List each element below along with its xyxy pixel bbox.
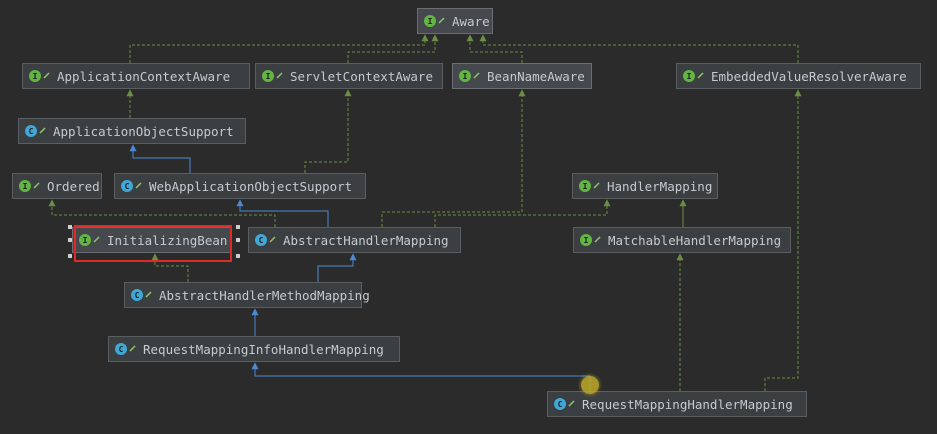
node-handler-mapping[interactable]: I HandlerMapping xyxy=(572,173,718,199)
abstract-class-icon: C xyxy=(131,289,143,301)
edge-abstract-handler-mapping-to-bean-name-aware xyxy=(381,89,526,227)
node-web-application-object-support[interactable]: C WebApplicationObjectSupport xyxy=(114,173,366,199)
node-label: HandlerMapping xyxy=(607,178,713,194)
node-request-mapping-info-handler-mapping[interactable]: C RequestMappingInfoHandlerMapping xyxy=(108,336,400,362)
edge-abstract-handler-method-mapping-to-abstract-handler-mapping xyxy=(317,253,357,282)
resize-handle[interactable] xyxy=(68,254,72,258)
edge-bean-name-aware-to-aware xyxy=(466,34,523,63)
abstract-class-icon: C xyxy=(121,180,133,192)
resize-handle[interactable] xyxy=(68,225,72,229)
edge-web-application-object-support-to-application-object-support xyxy=(129,144,191,173)
public-visibility-icon xyxy=(129,345,137,353)
node-label: MatchableHandlerMapping xyxy=(608,232,782,248)
edge-web-application-object-support-to-servlet-context-aware xyxy=(304,89,352,173)
edge-abstract-handler-mapping-to-web-application-object-support xyxy=(236,199,329,227)
node-label: ServletContextAware xyxy=(290,68,433,84)
node-label: InitializingBean xyxy=(107,232,228,248)
public-visibility-icon xyxy=(145,291,153,299)
node-bean-name-aware[interactable]: I BeanNameAware xyxy=(452,63,592,89)
node-label: WebApplicationObjectSupport xyxy=(149,178,353,194)
public-visibility-icon xyxy=(43,72,51,80)
resize-handle[interactable] xyxy=(236,254,240,258)
node-label: RequestMappingInfoHandlerMapping xyxy=(143,341,384,357)
public-visibility-icon xyxy=(93,236,101,244)
resize-handle[interactable] xyxy=(236,225,240,229)
node-aware[interactable]: I Aware xyxy=(417,8,493,34)
public-visibility-icon xyxy=(568,400,576,408)
node-initializing-bean[interactable]: I InitializingBean xyxy=(72,227,232,253)
selection-highlight xyxy=(74,225,232,262)
interface-icon: I xyxy=(262,70,274,82)
node-application-context-aware[interactable]: I ApplicationContextAware xyxy=(22,63,250,89)
public-visibility-icon xyxy=(135,182,143,190)
node-label: RequestMappingHandlerMapping xyxy=(582,396,793,412)
interface-icon: I xyxy=(459,70,471,82)
edge-embedded-value-resolver-aware-to-aware xyxy=(479,34,799,63)
public-visibility-icon xyxy=(697,72,705,80)
resize-handle[interactable] xyxy=(68,238,72,242)
edge-abstract-handler-mapping-to-handler-mapping xyxy=(434,199,611,227)
node-abstract-handler-method-mapping[interactable]: C AbstractHandlerMethodMapping xyxy=(124,282,370,308)
node-label: EmbeddedValueResolverAware xyxy=(711,68,907,84)
node-label: ApplicationObjectSupport xyxy=(53,123,234,139)
node-label: AbstractHandlerMapping xyxy=(283,232,449,248)
abstract-class-icon: C xyxy=(115,343,127,355)
edge-application-context-aware-to-aware xyxy=(129,34,429,63)
node-request-mapping-handler-mapping[interactable]: C RequestMappingHandlerMapping xyxy=(547,391,807,417)
interface-icon: I xyxy=(19,180,31,192)
abstract-class-icon: C xyxy=(255,234,267,246)
node-ordered[interactable]: I Ordered xyxy=(12,173,102,199)
mouse-cursor-highlight xyxy=(581,376,599,394)
interface-icon: I xyxy=(580,234,592,246)
node-application-object-support[interactable]: C ApplicationObjectSupport xyxy=(18,118,246,144)
interface-icon: I xyxy=(683,70,695,82)
interface-icon: I xyxy=(29,70,41,82)
interface-icon: I xyxy=(79,234,91,246)
node-matchable-handler-mapping[interactable]: I MatchableHandlerMapping xyxy=(573,227,791,253)
resize-handle[interactable] xyxy=(236,238,240,242)
node-label: BeanNameAware xyxy=(487,68,585,84)
edge-abstract-handler-mapping-to-ordered xyxy=(48,199,276,227)
public-visibility-icon xyxy=(594,236,602,244)
node-label: ApplicationContextAware xyxy=(57,68,231,84)
node-label: Aware xyxy=(452,13,490,29)
public-visibility-icon xyxy=(438,17,446,25)
public-visibility-icon xyxy=(593,182,601,190)
edge-request-mapping-handler-to-request-mapping-info xyxy=(251,362,591,391)
interface-icon: I xyxy=(579,180,591,192)
public-visibility-icon xyxy=(473,72,481,80)
edge-request-mapping-handler-to-embedded-value-resolver-aware xyxy=(764,89,802,391)
abstract-class-icon: C xyxy=(25,125,37,137)
public-visibility-icon xyxy=(39,127,47,135)
node-servlet-context-aware[interactable]: I ServletContextAware xyxy=(255,63,443,89)
node-abstract-handler-mapping[interactable]: C AbstractHandlerMapping xyxy=(248,227,461,253)
interface-icon: I xyxy=(424,15,436,27)
class-icon: C xyxy=(554,398,566,410)
public-visibility-icon xyxy=(33,182,41,190)
public-visibility-icon xyxy=(276,72,284,80)
edge-servlet-context-aware-to-aware xyxy=(347,34,439,63)
node-label: Ordered xyxy=(47,178,100,194)
node-label: AbstractHandlerMethodMapping xyxy=(159,287,370,303)
public-visibility-icon xyxy=(269,236,277,244)
node-embedded-value-resolver-aware[interactable]: I EmbeddedValueResolverAware xyxy=(676,63,921,89)
